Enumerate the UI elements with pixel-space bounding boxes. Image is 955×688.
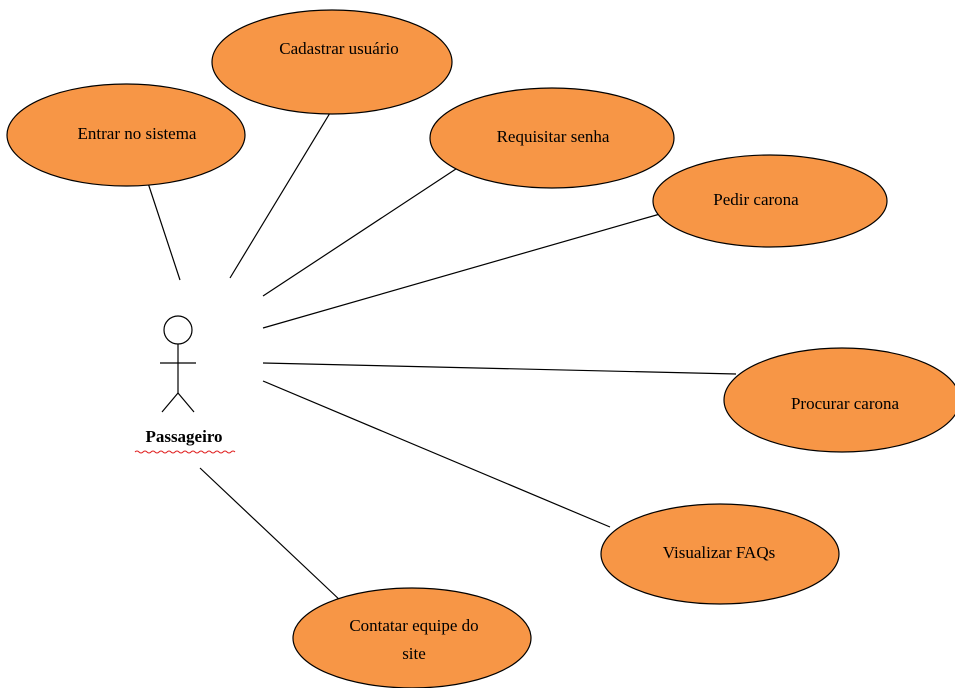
use-case-visualizar: Visualizar FAQs xyxy=(600,503,840,605)
svg-text:Visualizar FAQs: Visualizar FAQs xyxy=(663,543,775,562)
association-line-contatar xyxy=(199,467,343,603)
association-line-cadastrar xyxy=(229,112,331,279)
actor-stick-figure-icon xyxy=(160,315,196,413)
association-line-entrar xyxy=(146,179,181,281)
use-case-label: Requisitar senha xyxy=(497,127,610,146)
use-case-label: Cadastrar usuário xyxy=(279,39,398,58)
svg-text:Cadastrar usuário: Cadastrar usuário xyxy=(279,39,398,58)
use-case-cadastrar: Cadastrar usuário xyxy=(211,9,453,115)
actor-left-leg xyxy=(161,392,179,413)
use-case-label-line-1: Contatar equipe do xyxy=(349,616,478,635)
association-line-pedir xyxy=(262,213,661,329)
use-case-entrar: Entrar no sistema xyxy=(6,83,246,187)
association-line-visualizar xyxy=(262,380,611,528)
use-case-label: Procurar carona xyxy=(791,394,900,413)
association-lines xyxy=(146,112,737,603)
spellcheck-underline xyxy=(134,450,236,454)
svg-text:site: site xyxy=(402,644,426,663)
use-case-label: Entrar no sistema xyxy=(78,124,197,143)
actor-label: Passageiro xyxy=(145,427,222,446)
use-case-label-line-2: site xyxy=(402,644,426,663)
association-line-procurar xyxy=(262,362,737,375)
svg-text:Requisitar senha: Requisitar senha xyxy=(497,127,610,146)
svg-text:Contatar equipe do: Contatar equipe do xyxy=(349,616,478,635)
use-case-contatar: Contatar equipe do site xyxy=(292,587,532,688)
use-case-pedir: Pedir carona xyxy=(652,154,888,248)
svg-text:Pedir carona: Pedir carona xyxy=(713,190,799,209)
svg-text:Procurar carona: Procurar carona xyxy=(791,394,900,413)
use-case-label: Pedir carona xyxy=(713,190,799,209)
actor-right-leg xyxy=(177,392,195,413)
svg-text:Entrar no sistema: Entrar no sistema xyxy=(78,124,197,143)
use-case-requisitar: Requisitar senha xyxy=(429,87,675,189)
use-case-procurar: Procurar carona xyxy=(723,347,955,453)
use-case-label: Visualizar FAQs xyxy=(663,543,775,562)
actor-head xyxy=(163,315,193,345)
association-line-requisitar xyxy=(262,162,466,297)
